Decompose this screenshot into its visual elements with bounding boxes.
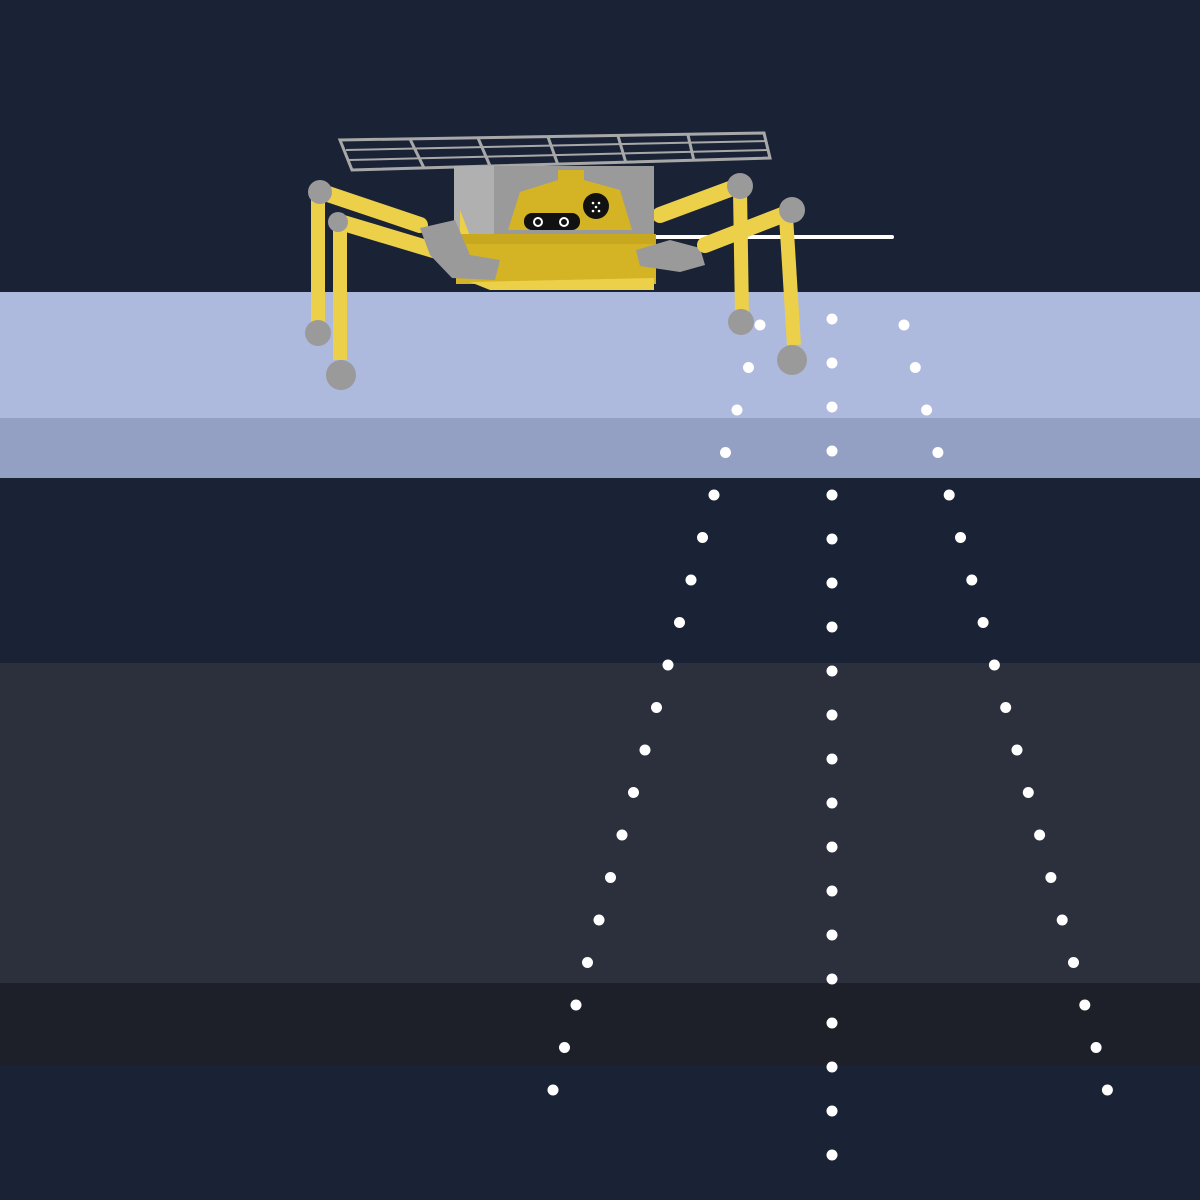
signal-dot-right (1011, 744, 1023, 756)
signal-dot-center (826, 665, 838, 677)
solar-panel-icon (337, 131, 772, 172)
signal-dot-right (1022, 787, 1034, 798)
signal-dot-center (826, 1061, 838, 1073)
signal-dot-right (977, 617, 989, 628)
signal-dot-center (826, 489, 838, 501)
front-left-leg (326, 212, 500, 390)
signal-dot-right (921, 404, 933, 416)
signal-dot-right (1045, 872, 1057, 883)
signal-dot-left (582, 957, 593, 968)
signal-dot-center (826, 885, 838, 897)
signal-dot-left (547, 1084, 559, 1096)
signal-dot-right (1000, 702, 1012, 713)
signal-dot-center (826, 1105, 838, 1117)
signal-dot-left (616, 829, 628, 841)
signal-dot-right (1079, 999, 1091, 1011)
signal-dot-left (662, 659, 674, 671)
signal-dot-center (826, 533, 838, 545)
signal-dot-center (826, 797, 838, 809)
subsurface-layer-3 (0, 983, 1200, 1065)
signal-dot-center (826, 401, 838, 413)
signal-dot-center (826, 973, 838, 985)
signal-dot-right (988, 659, 1000, 671)
signal-dot-left (674, 617, 685, 628)
signal-dot-left (720, 447, 731, 458)
signal-dot-center (826, 577, 838, 589)
signal-dot-right (943, 489, 955, 501)
surface-lower-layer (0, 418, 1200, 478)
signal-dot-left (731, 404, 743, 416)
signal-dot-center (826, 709, 838, 721)
signal-dot-right (966, 574, 978, 586)
signal-dot-left (754, 319, 766, 331)
subsurface-layer-4 (0, 1065, 1200, 1200)
signal-dot-center (826, 929, 838, 941)
signal-dot-right (1068, 957, 1079, 968)
camera-eyes-icon (524, 213, 580, 230)
front-right-leg (636, 197, 807, 375)
signal-dot-center (826, 841, 838, 853)
signal-dot-left (570, 999, 582, 1011)
signal-dot-center (826, 1149, 838, 1161)
signal-dot-center (826, 1017, 838, 1029)
signal-dot-center (826, 313, 838, 325)
signal-dot-left (605, 872, 616, 883)
signal-dot-center (826, 621, 838, 633)
back-right-leg (652, 173, 754, 335)
signal-dot-left (593, 914, 605, 926)
signal-dot-center (826, 445, 838, 457)
signal-dot-right (898, 319, 910, 331)
signal-dot-left (651, 702, 662, 713)
back-left-leg (305, 180, 428, 346)
radar-signal-dots (547, 313, 1113, 1161)
signal-dot-left (685, 574, 697, 586)
signal-dot-right (932, 447, 944, 458)
signal-dot-left (559, 1042, 570, 1053)
signal-dot-center (826, 357, 838, 369)
signal-dot-left (628, 787, 639, 798)
signal-dot-right (1034, 829, 1046, 841)
surface-layer (0, 292, 1200, 418)
signal-dot-left (743, 362, 754, 373)
signal-dot-left (639, 744, 651, 756)
signal-dot-left (708, 489, 720, 501)
signal-dot-right (1101, 1084, 1113, 1096)
sensor-icon (583, 193, 609, 219)
subsurface-layer-1 (0, 478, 1200, 663)
signal-dot-left (697, 532, 708, 543)
signal-dot-right (1056, 914, 1068, 926)
signal-dot-right (909, 362, 921, 373)
signal-dot-right (1090, 1042, 1102, 1053)
subsurface-layer-2 (0, 663, 1200, 983)
signal-dot-right (955, 532, 966, 543)
signal-dot-center (826, 753, 838, 765)
robot (305, 131, 894, 390)
